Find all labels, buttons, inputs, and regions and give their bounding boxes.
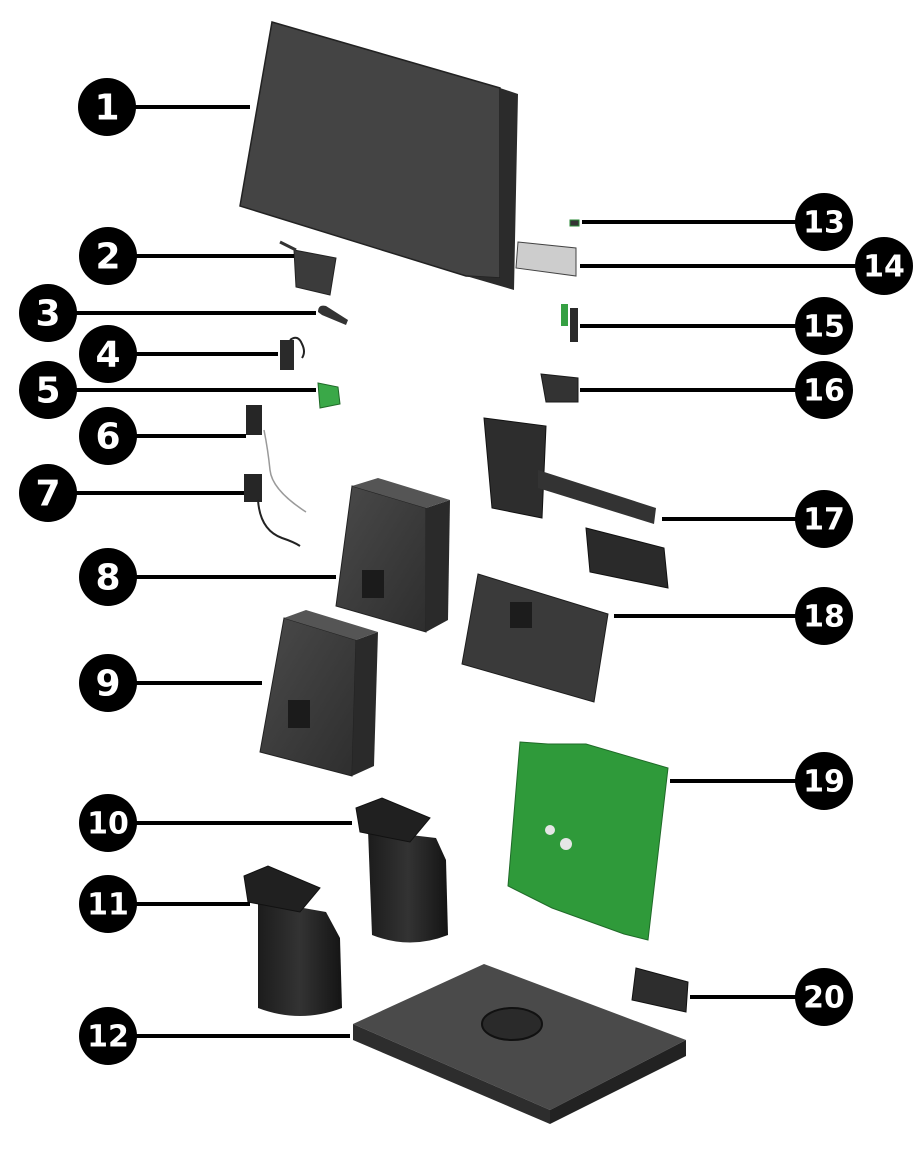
callout-number: 7 xyxy=(35,474,60,515)
part-small-green-board xyxy=(317,382,341,409)
callout-number: 15 xyxy=(803,310,845,345)
callout-badge xyxy=(79,875,137,933)
callout-number: 6 xyxy=(95,417,120,458)
callout-5: 5 xyxy=(19,361,77,419)
callout-14: 14 xyxy=(855,237,913,295)
part-tiny-component xyxy=(569,219,580,227)
part-base-cover-plate xyxy=(631,967,689,1013)
part-rear-cover-tall xyxy=(335,478,450,633)
callout-number: 5 xyxy=(35,371,60,412)
callout-badge xyxy=(855,237,913,295)
callout-number: 9 xyxy=(95,664,120,705)
callout-badge xyxy=(795,752,853,810)
callout-number: 14 xyxy=(863,250,905,285)
callout-number: 3 xyxy=(35,294,60,335)
callout-number: 4 xyxy=(95,335,120,376)
part-system-board xyxy=(507,741,669,941)
callout-number: 12 xyxy=(87,1020,129,1055)
callout-badge xyxy=(795,587,853,645)
callout-7: 7 xyxy=(19,464,77,522)
callout-4: 4 xyxy=(79,325,137,383)
callout-16: 16 xyxy=(795,361,853,419)
callout-badge xyxy=(795,490,853,548)
part-display-panel xyxy=(239,21,518,290)
callout-number: 10 xyxy=(87,807,129,842)
part-heat-sink-assembly xyxy=(483,417,669,589)
callout-badge xyxy=(795,193,853,251)
callout-number: 13 xyxy=(803,206,845,241)
callout-badge xyxy=(79,227,137,285)
callout-badge xyxy=(795,297,853,355)
part-connector-module xyxy=(280,336,305,370)
part-small-bracket xyxy=(279,240,337,296)
callout-number: 2 xyxy=(95,237,120,278)
callout-number: 18 xyxy=(803,600,845,635)
part-rear-cover-wide xyxy=(461,573,609,703)
callout-19: 19 xyxy=(795,752,853,810)
callout-8: 8 xyxy=(79,548,137,606)
part-hook-clip xyxy=(318,305,348,325)
part-rear-cover-short xyxy=(259,610,378,777)
part-antenna-module xyxy=(561,304,578,342)
callout-number: 20 xyxy=(803,981,845,1016)
callout-9: 9 xyxy=(79,654,137,712)
part-cable-connector-b xyxy=(244,474,301,547)
part-port-housing xyxy=(540,373,579,403)
callout-badge xyxy=(19,361,77,419)
callout-badge xyxy=(79,654,137,712)
callout-10: 10 xyxy=(79,794,137,852)
callout-number: 16 xyxy=(803,374,845,409)
part-ssd-module xyxy=(515,241,577,277)
part-stand-base xyxy=(353,964,686,1124)
callout-3: 3 xyxy=(19,284,77,342)
callout-20: 20 xyxy=(795,968,853,1026)
callout-badge xyxy=(795,361,853,419)
callout-badge xyxy=(78,78,136,136)
callout-13: 13 xyxy=(795,193,853,251)
callout-number: 11 xyxy=(87,888,129,923)
part-stand-column-short xyxy=(243,865,342,1016)
callout-number: 1 xyxy=(94,88,119,129)
callout-badge xyxy=(19,464,77,522)
part-cable-connector-a xyxy=(246,405,307,513)
callout-17: 17 xyxy=(795,490,853,548)
callout-6: 6 xyxy=(79,407,137,465)
part-stand-column-tall xyxy=(355,797,448,943)
callout-number: 8 xyxy=(95,558,120,599)
callout-15: 15 xyxy=(795,297,853,355)
callout-1: 1 xyxy=(78,78,136,136)
callout-badge xyxy=(79,407,137,465)
callout-2: 2 xyxy=(79,227,137,285)
callout-18: 18 xyxy=(795,587,853,645)
callout-12: 12 xyxy=(79,1007,137,1065)
callout-number: 17 xyxy=(803,503,845,538)
callout-number: 19 xyxy=(803,765,845,800)
callout-badge xyxy=(79,794,137,852)
callout-badge xyxy=(79,1007,137,1065)
callout-11: 11 xyxy=(79,875,137,933)
callout-badge xyxy=(79,548,137,606)
callout-badge xyxy=(795,968,853,1026)
callout-badge xyxy=(79,325,137,383)
callout-badge xyxy=(19,284,77,342)
